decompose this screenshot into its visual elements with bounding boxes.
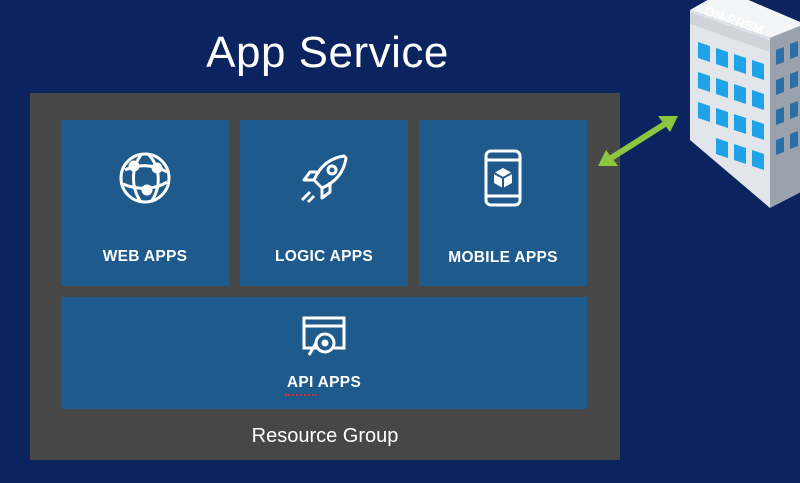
mobile-apps-label: MOBILE APPS [448, 249, 558, 266]
web-apps-label: WEB APPS [102, 248, 188, 265]
api-apps-label: API APPS [286, 374, 362, 391]
logic-apps-tile[interactable]: LOGIC APPS [240, 120, 408, 286]
resource-group-label: Resource Group [251, 425, 399, 447]
spellcheck-underline [285, 392, 317, 396]
web-apps-tile[interactable]: WEB APPS [61, 120, 229, 286]
double-arrow-icon [596, 112, 680, 175]
api-apps-tile[interactable]: API APPS [61, 297, 587, 409]
page-title: App Service [206, 28, 449, 77]
api-icon [301, 315, 347, 364]
resource-group: WEB APPS LOGIC APPS MOBIL [30, 93, 620, 460]
building-icon: ON-PREM [660, 0, 800, 215]
logic-apps-label: LOGIC APPS [274, 248, 374, 265]
mobile-apps-tile[interactable]: MOBILE APPS [419, 120, 587, 286]
globe-icon [117, 150, 173, 211]
rocket-icon [296, 150, 352, 211]
mobile-phone-icon [483, 148, 523, 213]
